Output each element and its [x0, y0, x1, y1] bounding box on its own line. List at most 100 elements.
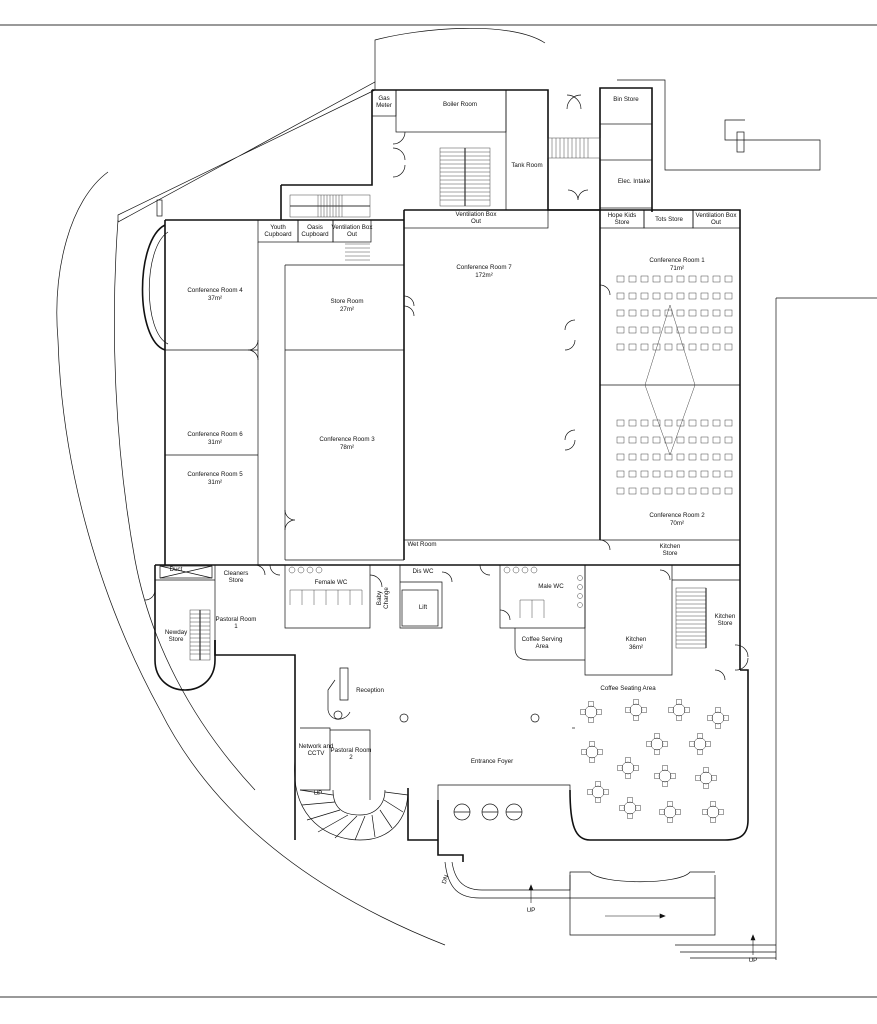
- cafe-table: [619, 797, 641, 819]
- entrance-doors[interactable]: [437, 784, 571, 821]
- chair: [724, 309, 733, 317]
- chair: [640, 275, 649, 283]
- chair: [700, 453, 709, 461]
- chair: [628, 487, 637, 495]
- chair: [724, 453, 733, 461]
- chair: [628, 453, 637, 461]
- chair: [628, 343, 637, 351]
- chair: [688, 275, 697, 283]
- label-conf5-area: 31m²: [208, 479, 222, 486]
- chair: [640, 309, 649, 317]
- chair: [688, 326, 697, 334]
- chair: [640, 470, 649, 478]
- label-up-ramp: UP: [527, 907, 536, 914]
- chair: [724, 292, 733, 300]
- chair: [616, 470, 625, 478]
- chair: [676, 487, 685, 495]
- label-store-room: Store Room: [330, 298, 363, 305]
- chair: [712, 487, 721, 495]
- male-wc-fixtures: [503, 566, 583, 618]
- chair: [724, 326, 733, 334]
- conf-diagonals: [644, 304, 696, 456]
- chair: [712, 309, 721, 317]
- stairs-store: [345, 243, 370, 261]
- label-conf3: Conference Room 3: [319, 436, 375, 443]
- label-reception: Reception: [356, 687, 384, 694]
- label-female-wc: Female WC: [315, 579, 348, 586]
- label-conf6-area: 31m²: [208, 439, 222, 446]
- label-conf7: Conference Room 7: [456, 264, 512, 271]
- doors[interactable]: [144, 94, 749, 681]
- cafe-table: [646, 733, 668, 755]
- label-conf3-area: 78m²: [340, 444, 354, 451]
- label-dn-ramp: DN: [441, 874, 451, 885]
- chair: [700, 343, 709, 351]
- chair: [652, 275, 661, 283]
- label-kitchen: Kitchen: [626, 636, 647, 643]
- chair: [724, 275, 733, 283]
- label-coffee-seating: Coffee Seating Area: [600, 685, 656, 692]
- chair: [688, 436, 697, 444]
- label-conf4-area: 37m²: [208, 295, 222, 302]
- cafe-table: [587, 781, 609, 803]
- chair: [700, 419, 709, 427]
- chair: [724, 470, 733, 478]
- label-conf6: Conference Room 6: [187, 431, 243, 438]
- partitions[interactable]: [155, 87, 741, 800]
- chair: [676, 343, 685, 351]
- chair: [712, 275, 721, 283]
- chair: [652, 419, 661, 427]
- label-entrance-foyer: Entrance Foyer: [471, 758, 513, 765]
- chair: [640, 419, 649, 427]
- chair: [652, 309, 661, 317]
- chair: [616, 275, 625, 283]
- label-lift: Lift: [419, 604, 428, 611]
- reception-counter[interactable]: [327, 667, 540, 723]
- chair: [700, 436, 709, 444]
- cafe-table: [581, 741, 603, 763]
- chair: [664, 343, 673, 351]
- chair: [676, 453, 685, 461]
- coffee-tables: [580, 699, 729, 823]
- cafe-table: [617, 757, 639, 779]
- stairs-kitchen: [675, 587, 707, 649]
- chair: [628, 470, 637, 478]
- chair: [700, 309, 709, 317]
- chair: [628, 309, 637, 317]
- chair: [676, 326, 685, 334]
- chair: [616, 419, 625, 427]
- stairs-tank-bridge: [547, 137, 601, 159]
- label-up-steps: UP: [749, 957, 758, 964]
- chair: [688, 470, 697, 478]
- label-male-wc: Male WC: [538, 583, 564, 590]
- chair: [640, 343, 649, 351]
- chair: [652, 292, 661, 300]
- cafe-table: [707, 707, 729, 729]
- label-conf5: Conference Room 5: [187, 471, 243, 478]
- label-up-spiral: UP: [314, 790, 323, 797]
- entrance-ramp: [444, 861, 776, 959]
- label-conf1: Conference Room 1: [649, 257, 705, 264]
- ramp-arrows: [528, 884, 756, 955]
- chair: [676, 470, 685, 478]
- conf4-bay-inner: [148, 231, 169, 345]
- site-boundary: [56, 28, 877, 960]
- chair: [628, 436, 637, 444]
- chair: [664, 292, 673, 300]
- label-bin-store: Bin Store: [613, 96, 639, 103]
- label-dis-wc: Dis WC: [413, 568, 434, 575]
- female-wc-fixtures: [288, 566, 363, 605]
